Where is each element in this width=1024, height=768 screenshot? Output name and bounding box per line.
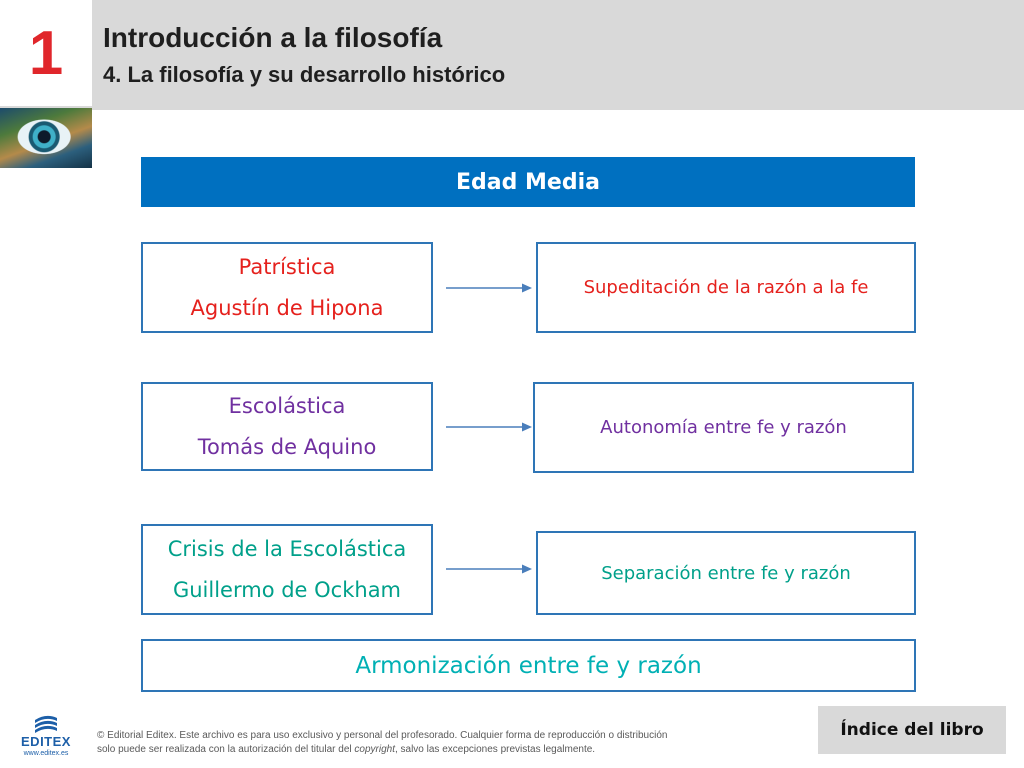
- relation-text: Supeditación de la razón a la fe: [583, 277, 869, 298]
- arrow-right-icon: [446, 564, 532, 574]
- slide-title: Introducción a la filosofía: [103, 22, 443, 53]
- period-author: Agustín de Hipona: [190, 295, 384, 320]
- book-index-button[interactable]: Índice del libro: [818, 706, 1006, 754]
- logo-text: EDITEX: [21, 734, 71, 749]
- copyright-notice: © Editorial Editex. Este archivo es para…: [97, 729, 737, 757]
- relation-text: Autonomía entre fe y razón: [600, 417, 847, 438]
- relation-box-crisis-escolastica: Separación entre fe y razón: [536, 531, 916, 615]
- slide-header: 1 Introducción a la filosofía 4. La filo…: [0, 0, 1024, 110]
- period-name: Escolástica: [228, 393, 346, 418]
- period-name: Patrística: [238, 254, 336, 279]
- copyright-line-2-end: , salvo las excepciones previstas legalm…: [394, 744, 596, 755]
- period-name: Crisis de la Escolástica: [167, 536, 407, 561]
- copyright-line-2: solo puede ser realizada con la autoriza…: [97, 743, 737, 757]
- editex-logo: EDITEX www.editex.es: [16, 712, 76, 762]
- period-box-crisis-escolastica: Crisis de la Escolástica Guillermo de Oc…: [141, 524, 433, 615]
- period-author: Tomás de Aquino: [197, 434, 377, 459]
- period-box-patristica: Patrística Agustín de Hipona: [141, 242, 433, 333]
- chapter-eye-image: [0, 108, 92, 168]
- copyright-word: copyright: [354, 744, 395, 755]
- period-author: Guillermo de Ockham: [172, 577, 402, 602]
- relation-box-patristica: Supeditación de la razón a la fe: [536, 242, 916, 333]
- relation-box-escolastica: Autonomía entre fe y razón: [533, 382, 914, 473]
- slide-subtitle: 4. La filosofía y su desarrollo históric…: [103, 62, 506, 87]
- period-banner: Edad Media: [141, 157, 915, 207]
- arrow-right-icon: [446, 422, 532, 432]
- editex-logo-icon: [35, 715, 57, 733]
- copyright-line-2-start: solo puede ser realizada con la autoriza…: [97, 744, 355, 755]
- chapter-badge: 1: [0, 0, 92, 106]
- copyright-line-1: © Editorial Editex. Este archivo es para…: [97, 730, 668, 741]
- relation-text: Separación entre fe y razón: [601, 562, 851, 584]
- synthesis-box: Armonización entre fe y razón: [141, 639, 916, 692]
- arrow-right-icon: [446, 283, 532, 293]
- synthesis-text: Armonización entre fe y razón: [355, 652, 702, 679]
- chapter-number: 1: [28, 19, 64, 88]
- period-box-escolastica: Escolástica Tomás de Aquino: [141, 382, 433, 471]
- logo-url: www.editex.es: [23, 750, 69, 757]
